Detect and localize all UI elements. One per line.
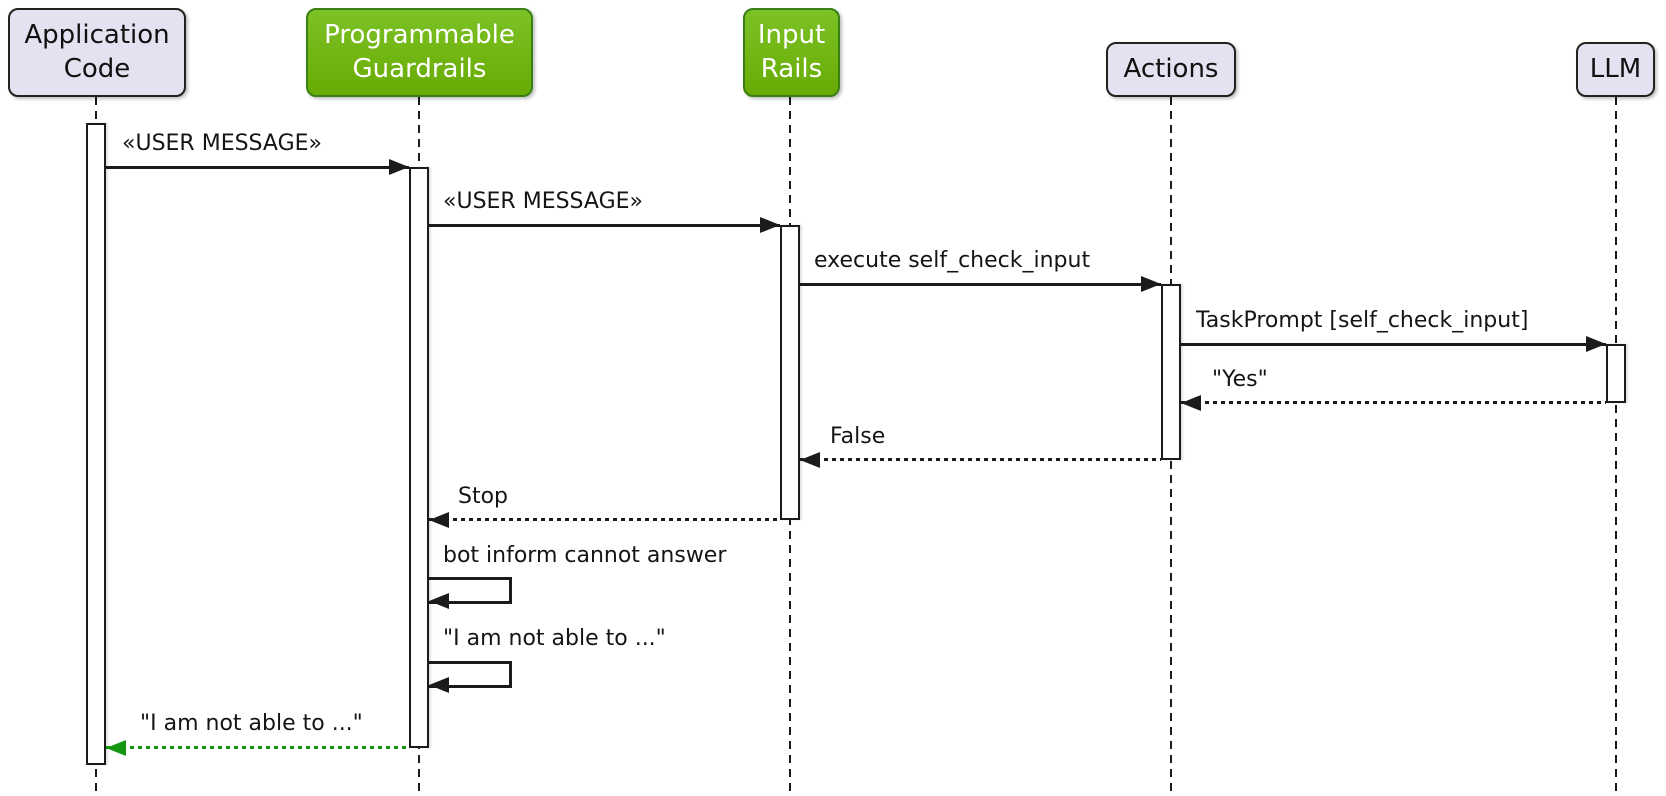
self-call-loop	[429, 577, 512, 604]
message-return-line	[800, 458, 1161, 461]
participant-application-code: Application Code	[8, 8, 186, 97]
lifeline-llm	[1615, 97, 1617, 796]
activation-bar-programmable-guardrails	[409, 167, 429, 748]
activation-bar-input-rails	[780, 225, 800, 520]
message-arrow-line	[800, 283, 1161, 286]
message-label: False	[830, 424, 886, 449]
message-return-line	[429, 518, 780, 521]
participant-llm: LLM	[1576, 42, 1655, 97]
participant-label: Programmable Guardrails	[324, 19, 515, 84]
message-label: «USER MESSAGE»	[122, 131, 322, 156]
message-arrow-line	[1181, 343, 1606, 346]
participant-input-rails: Input Rails	[743, 8, 840, 97]
activation-bar-actions	[1161, 284, 1181, 460]
arrowhead-icon	[1181, 395, 1201, 411]
message-label: bot inform cannot answer	[443, 543, 727, 568]
activation-bar-llm	[1606, 344, 1626, 403]
arrowhead-icon	[800, 452, 820, 468]
message-return-line-green	[106, 746, 409, 749]
arrowhead-icon	[389, 159, 409, 175]
message-arrow-line	[429, 224, 780, 227]
arrowhead-icon	[429, 677, 449, 693]
arrowhead-icon	[760, 217, 780, 233]
arrowhead-icon	[429, 593, 449, 609]
self-call-loop	[429, 661, 512, 688]
activation-bar-application-code	[86, 123, 106, 765]
message-label: "Yes"	[1212, 367, 1268, 392]
arrowhead-icon	[1586, 336, 1606, 352]
participant-label: LLM	[1589, 53, 1642, 84]
message-label: execute self_check_input	[814, 248, 1091, 273]
message-label: "I am not able to ..."	[140, 711, 363, 736]
message-return-line	[1181, 401, 1606, 404]
participant-label: Input Rails	[757, 19, 826, 84]
arrowhead-icon	[429, 512, 449, 528]
arrowhead-icon	[1141, 276, 1161, 292]
message-label: Stop	[458, 484, 509, 509]
message-label: "I am not able to ..."	[443, 626, 666, 651]
message-arrow-line	[106, 166, 409, 169]
message-label: «USER MESSAGE»	[443, 189, 643, 214]
participant-programmable-guardrails: Programmable Guardrails	[306, 8, 533, 97]
message-label: TaskPrompt [self_check_input]	[1196, 308, 1529, 333]
arrowhead-icon	[106, 740, 126, 756]
participant-label: Actions	[1123, 53, 1219, 84]
participant-label: Application Code	[24, 19, 170, 84]
participant-actions: Actions	[1106, 42, 1236, 97]
